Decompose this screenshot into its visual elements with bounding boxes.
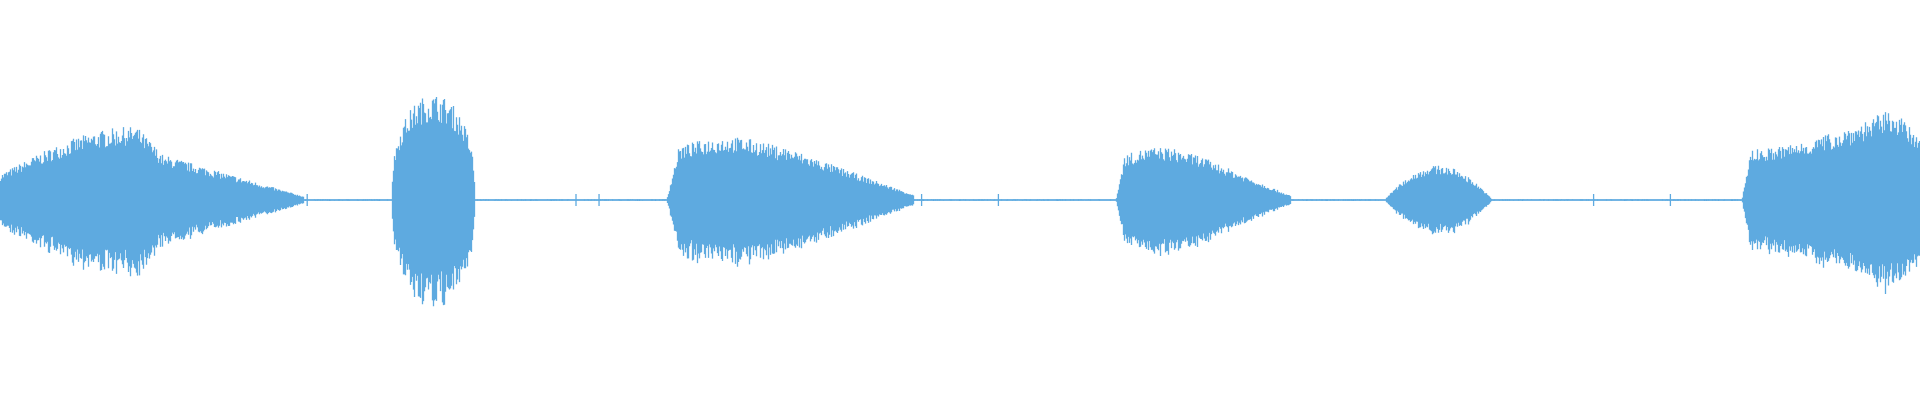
waveform-bars bbox=[0, 97, 1920, 307]
